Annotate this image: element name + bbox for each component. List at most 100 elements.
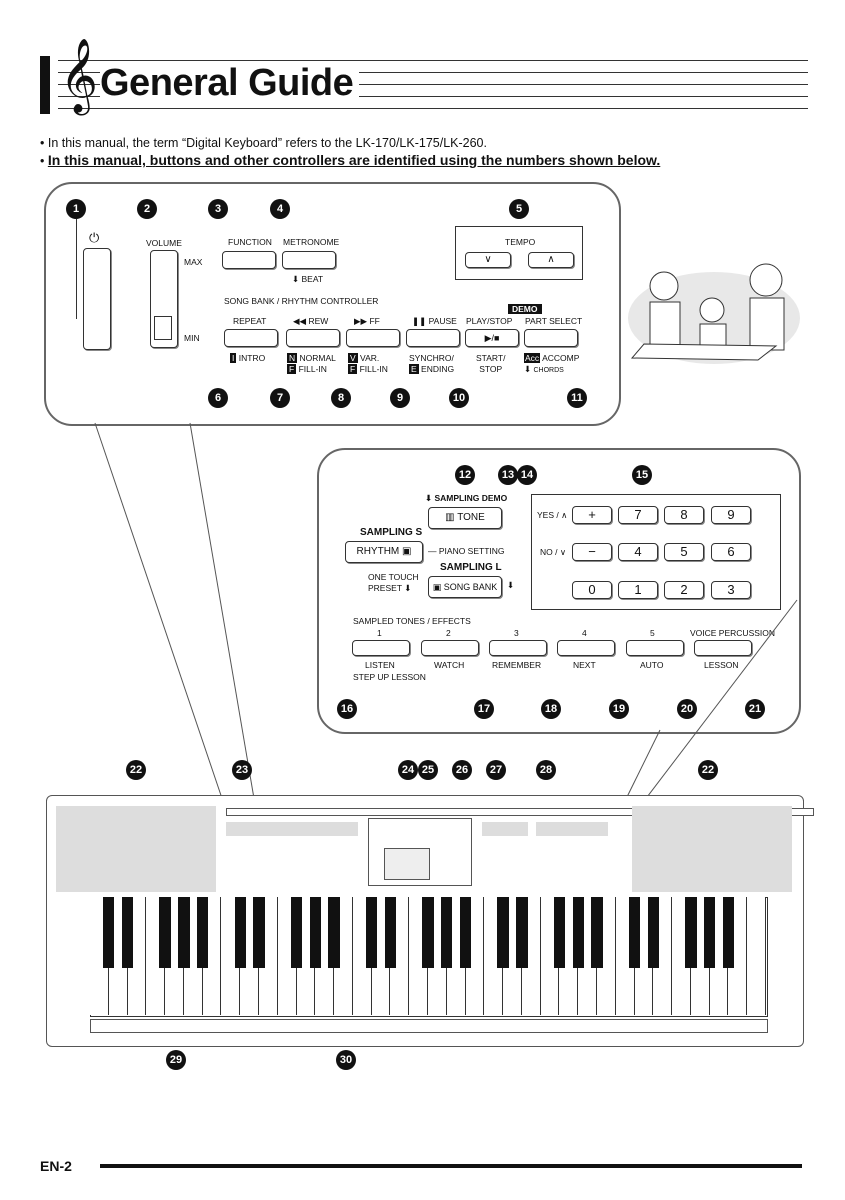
voice-percussion-button[interactable] (694, 640, 752, 656)
play-stop-button[interactable]: ▶/■ (465, 329, 519, 347)
callout-19: 19 (609, 699, 629, 719)
tone-button[interactable]: ▥ TONE (428, 507, 502, 529)
black-key[interactable] (497, 897, 509, 968)
black-key[interactable] (572, 897, 584, 968)
key-7[interactable]: 7 (618, 506, 658, 524)
key-plus[interactable]: + (572, 506, 612, 524)
volume-knob[interactable] (154, 316, 172, 340)
intro-text-1: In this manual, the term “Digital Keyboa… (47, 136, 487, 150)
callout-25: 25 (418, 760, 438, 780)
key-2[interactable]: 2 (664, 581, 704, 599)
volume-min: MIN (184, 333, 200, 343)
metronome-button[interactable] (282, 251, 336, 269)
black-key[interactable] (309, 897, 321, 968)
function-label: FUNCTION (228, 237, 272, 247)
black-key[interactable] (628, 897, 641, 968)
intro-icon: I (230, 353, 237, 363)
key-0[interactable]: 0 (572, 581, 612, 599)
key-5[interactable]: 5 (664, 543, 704, 561)
black-key[interactable] (197, 897, 209, 968)
repeat-button[interactable] (224, 329, 278, 347)
rew-text: REW (308, 316, 329, 326)
black-key[interactable] (553, 897, 566, 968)
black-key[interactable] (647, 897, 659, 968)
sampled-tones-label: SAMPLED TONES / EFFECTS (353, 616, 471, 626)
header-bar (40, 56, 50, 114)
key-8[interactable]: 8 (664, 506, 704, 524)
tempo-up-button[interactable]: ∧ (528, 252, 574, 268)
callout-5: 5 (509, 199, 529, 219)
callout-3: 3 (208, 199, 228, 219)
btn-bottom-start: START/STOP (476, 353, 505, 375)
key-9[interactable]: 9 (711, 506, 751, 524)
metronome-label: METRONOME (283, 237, 340, 247)
function-button[interactable] (222, 251, 276, 269)
key-minus[interactable]: − (572, 543, 612, 561)
power-switch[interactable] (83, 248, 111, 350)
fill2-text: FILL-IN (359, 364, 388, 374)
black-key[interactable] (121, 897, 134, 968)
black-key[interactable] (384, 897, 397, 968)
callout-1: 1 (66, 199, 86, 219)
pad-num-5: 5 (650, 628, 655, 638)
callout-13: 13 (498, 465, 518, 485)
one-touch-text: ONE TOUCH (368, 572, 419, 582)
key-1[interactable]: 1 (618, 581, 658, 599)
keypad-frame (531, 494, 781, 610)
black-key[interactable] (422, 897, 434, 968)
music-stand-slot (226, 808, 814, 816)
black-key[interactable] (328, 897, 340, 968)
tempo-label: TEMPO (505, 237, 536, 247)
staff-line (58, 72, 808, 73)
black-key[interactable] (685, 897, 697, 968)
pad-1-button[interactable] (352, 640, 410, 656)
rew-button[interactable] (286, 329, 340, 347)
staff-line (58, 96, 808, 97)
black-key[interactable] (103, 897, 115, 968)
key-6[interactable]: 6 (711, 543, 751, 561)
tempo-frame (455, 226, 583, 280)
staff-line (58, 84, 808, 85)
pad-5-button[interactable] (626, 640, 684, 656)
ff-button[interactable] (346, 329, 400, 347)
song-list-strip (536, 822, 608, 836)
song-bank-button[interactable]: ▣ SONG BANK (428, 576, 502, 598)
pad-3-button[interactable] (489, 640, 547, 656)
part-select-button[interactable] (524, 329, 578, 347)
key-4[interactable]: 4 (618, 543, 658, 561)
piano-setting-label: — PIANO SETTING (428, 546, 505, 556)
black-key[interactable] (722, 897, 735, 968)
black-key[interactable] (704, 897, 716, 968)
callout-18: 18 (541, 699, 561, 719)
tempo-down-button[interactable]: ∨ (465, 252, 511, 268)
black-key[interactable] (591, 897, 603, 968)
callout-2: 2 (137, 199, 157, 219)
settings-strip (482, 822, 528, 836)
pad-2-button[interactable] (421, 640, 479, 656)
pad-4-button[interactable] (557, 640, 615, 656)
white-key[interactable] (747, 897, 766, 1015)
no-text: NO / (540, 547, 558, 557)
black-key[interactable] (234, 897, 246, 968)
key-3[interactable]: 3 (711, 581, 751, 599)
black-key[interactable] (366, 897, 378, 968)
pad-label-watch: WATCH (434, 660, 465, 670)
black-key[interactable] (516, 897, 528, 968)
beat-text: BEAT (301, 274, 324, 284)
btn-bottom-synchro: SYNCHRO/E ENDING (409, 353, 454, 375)
pad-num-4: 4 (582, 628, 587, 638)
black-key[interactable] (178, 897, 190, 968)
black-key[interactable] (459, 897, 472, 968)
callout-6: 6 (208, 388, 228, 408)
black-key[interactable] (253, 897, 265, 968)
beat-label: ⬇ BEAT (292, 274, 324, 284)
rhythm-button[interactable]: RHYTHM ▣ (345, 541, 423, 563)
intro-text-2: In this manual, buttons and other contro… (47, 152, 661, 168)
black-key[interactable] (159, 897, 171, 968)
intro-text: INTRO (238, 353, 266, 363)
callout-12: 12 (455, 465, 475, 485)
black-key[interactable] (441, 897, 453, 968)
black-key[interactable] (290, 897, 303, 968)
pause-button[interactable] (406, 329, 460, 347)
